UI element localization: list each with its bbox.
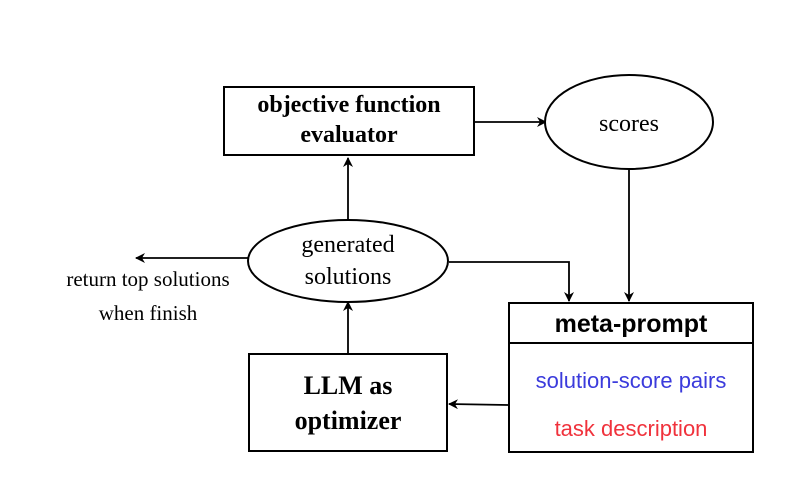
arrow-generated-to-meta-prompt (449, 261, 574, 302)
generated-solutions-line1: generated (301, 232, 394, 258)
return-note: return top solutions when finish (66, 267, 229, 325)
return-note-line1: return top solutions (66, 267, 229, 291)
llm-optimizer-line2: optimizer (295, 406, 402, 435)
meta-prompt-task-description: task description (555, 416, 708, 441)
meta-prompt-title: meta-prompt (555, 310, 708, 338)
evaluator-label-line2: evaluator (300, 122, 398, 148)
llm-optimizer-node: LLM as optimizer (248, 353, 448, 452)
scores-label: scores (599, 111, 659, 137)
generated-solutions-node: generated solutions (247, 219, 449, 303)
evaluator-node: objective function evaluator (223, 86, 475, 156)
meta-prompt-solution-score-pairs: solution-score pairs (536, 368, 727, 393)
generated-solutions-line2: solutions (305, 264, 392, 290)
return-note-line2: when finish (99, 301, 198, 325)
scores-node: scores (544, 74, 714, 170)
arrow-meta-prompt-to-llm (448, 399, 509, 410)
llm-optimizer-line1: LLM as (304, 371, 393, 400)
meta-prompt-node: meta-prompt solution-score pairs task de… (508, 302, 754, 453)
evaluator-label-line1: objective function (257, 92, 440, 118)
